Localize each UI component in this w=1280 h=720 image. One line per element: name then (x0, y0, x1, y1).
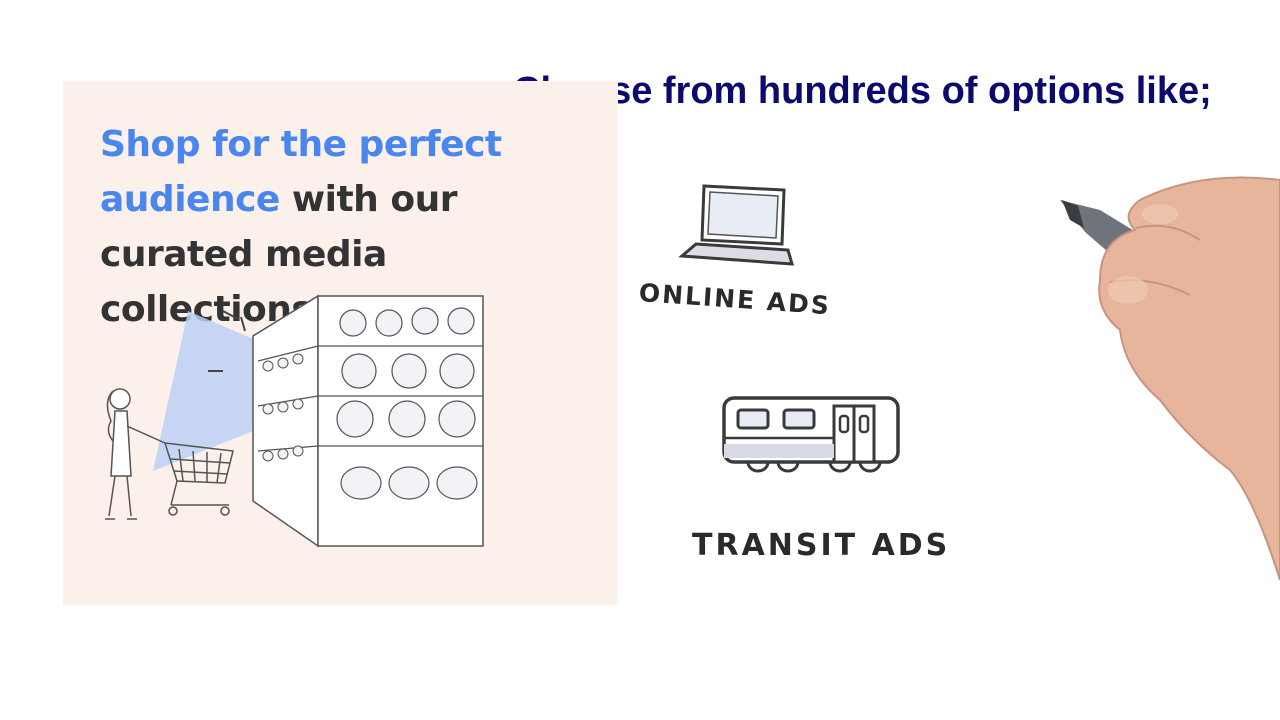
train-icon (722, 396, 900, 473)
panel-title-highlight: Shop for the perfect audience (100, 124, 502, 220)
transit-ads-label: TRANSIT ADS (692, 528, 951, 563)
media-collections-panel: Shop for the perfect audience with our c… (63, 81, 618, 605)
online-ads-label: ONLINE ADS (637, 278, 832, 321)
hand-with-marker-illustration (1060, 176, 1280, 581)
panel-title: Shop for the perfect audience with our c… (100, 117, 600, 337)
panel-title-rest: with our curated media collections (100, 179, 457, 330)
headline: Choose from hundreds of options like; (513, 70, 1212, 112)
shopper-shelf-illustration (105, 294, 484, 548)
laptop-icon (678, 184, 795, 266)
